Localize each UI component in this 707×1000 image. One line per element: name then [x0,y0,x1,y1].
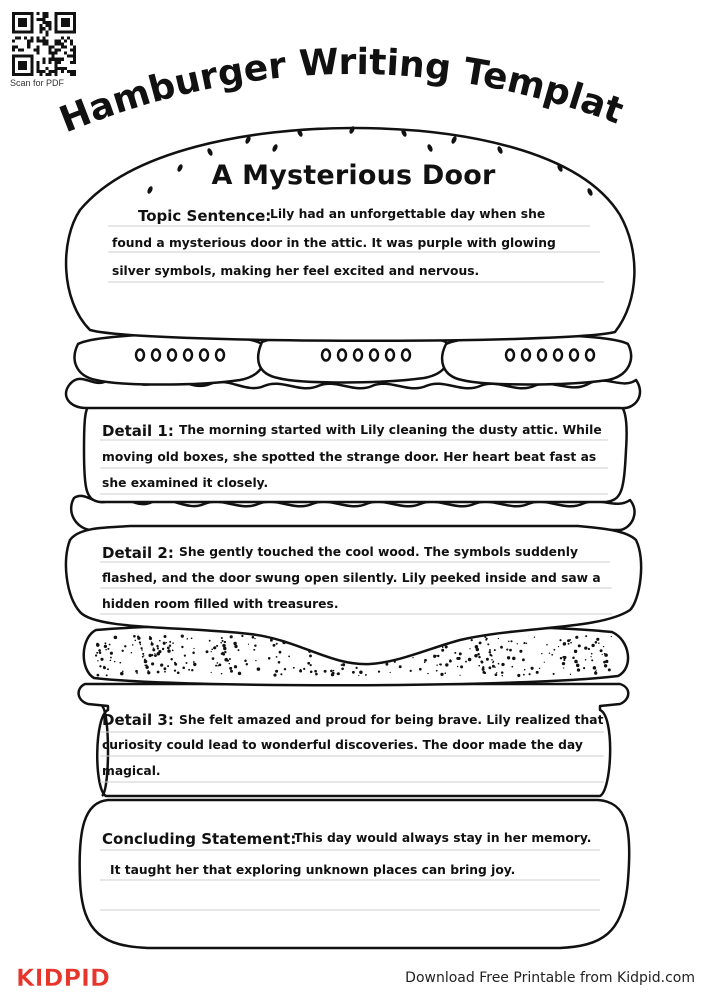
detail3-line-2: curiosity could lead to wonderful discov… [102,738,583,752]
sesame-seed-icon [349,126,355,134]
detail3-line-3: magical. [102,764,161,778]
svg-text:Hamburger Writing Template: Hamburger Writing Template [0,0,628,140]
topic-line-2: found a mysterious door in the attic. It… [112,236,556,250]
cheese-icon [77,682,630,798]
sesame-seed-icon [272,144,278,152]
footer-text: Download Free Printable from Kidpid.com [405,970,695,986]
sesame-seed-icon [587,188,593,196]
conclusion-line-2: It taught her that exploring unknown pla… [110,863,516,877]
topic-line-3: silver symbols, making her feel excited … [112,264,480,278]
detail1-label: Detail 1: [102,422,174,440]
detail1-line-3: she examined it closely. [102,476,269,490]
sesame-seed-icon [177,164,183,172]
kidpid-logo-text: KIDPID [16,964,110,992]
topic-label: Topic Sentence: [138,207,272,225]
detail2-label: Detail 2: [102,544,174,562]
sesame-seed-icon [297,129,303,137]
detail2-line-2: flashed, and the door swung open silentl… [102,571,601,585]
sesame-seed-icon [245,136,251,144]
page-title: Hamburger Writing Template [0,0,628,140]
conclusion-label: Concluding Statement: [102,830,297,848]
bottom-bun-icon [78,798,631,950]
conclusion-line-1: This day would always stay in her memory… [294,831,592,845]
story-title: A Mysterious Door [211,160,496,191]
sesame-seed-icon [497,146,503,154]
tomato-slice-icon [73,331,633,386]
sesame-seed-icon [207,148,213,156]
detail2-line-1: She gently touched the cool wood. The sy… [179,545,578,559]
detail1-line-1: The morning started with Lily cleaning t… [179,423,602,437]
qr-code-icon [12,12,76,76]
qr-caption: Scan for PDF [10,78,65,88]
sesame-seed-icon [147,186,153,194]
page-title-text: Hamburger Writing Template [0,0,628,140]
sesame-seed-icon [557,164,563,172]
sesame-seed-icon [427,144,433,152]
top-bun-icon [64,126,636,343]
detail1-line-2: moving old boxes, she spotted the strang… [102,450,597,464]
kidpid-logo: KIDPID [16,964,110,992]
detail3-label: Detail 3: [102,711,174,729]
detail3-line-1: She felt amazed and proud for being brav… [179,713,604,727]
sesame-seed-icon [451,136,457,144]
detail2-line-3: hidden room filled with treasures. [102,597,339,611]
topic-line-1: Lily had an unforgettable day when she [270,207,546,221]
sesame-seed-icon [401,129,407,137]
